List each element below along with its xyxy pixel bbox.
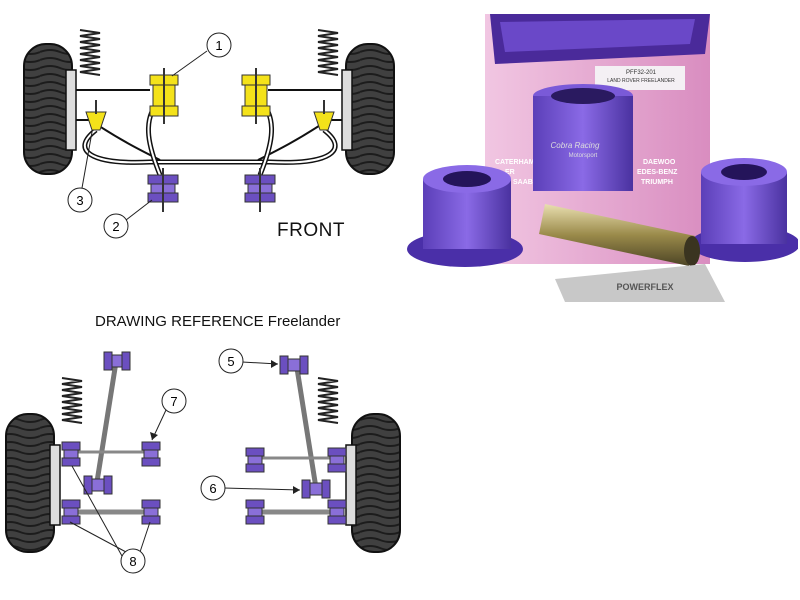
front-upper-bush-left (149, 68, 179, 124)
product-photo: PFF32-201 LAND ROVER FREELANDER CATERHAM… (407, 14, 798, 302)
rear-left-spring (61, 377, 83, 424)
front-right-tyre (341, 43, 395, 175)
lower-link-bush-r2 (327, 499, 347, 525)
grease-sachet: POWERFLEX (555, 264, 725, 302)
rear-axle-group: 5 6 7 8 (5, 348, 401, 574)
lower-link-bush-l2 (141, 499, 161, 525)
brand-sub: Motorsport (569, 153, 598, 159)
rear-right-spring (317, 377, 339, 424)
center-bush: Cobra Racing Motorsport (533, 84, 633, 191)
box-vehicle: LAND ROVER FREELANDER (607, 78, 675, 84)
rear-left-tyre (5, 413, 61, 553)
upper-link-bush-r1 (245, 447, 265, 473)
sachet-text: POWERFLEX (616, 282, 673, 292)
front-lower-bush-right (244, 168, 276, 212)
front-label: FRONT (277, 220, 345, 241)
drawing-reference-title: DRAWING REFERENCE Freelander (95, 313, 341, 330)
rear-trailing-bush-right-low (301, 479, 331, 499)
trailing-arm-right (293, 361, 319, 489)
front-left-spring (79, 29, 101, 76)
front-left-tyre (23, 43, 77, 175)
side-text-right-2: EDES-BENZ (637, 169, 678, 176)
front-upper-bush-right (241, 68, 271, 124)
side-text-right-1: DAEWOO (643, 159, 676, 166)
brand-name: Cobra Racing (551, 141, 600, 150)
rear-trailing-bush-left-low (83, 475, 113, 495)
side-text-left-3: SAAB (513, 179, 533, 186)
lower-link-bush-r1 (245, 499, 265, 525)
callout-8: 8 (129, 554, 136, 569)
callout-7: 7 (170, 394, 177, 409)
front-right-spring (317, 29, 339, 76)
arb-bush-right (313, 100, 335, 131)
front-lower-bush-left (147, 168, 179, 212)
arb-bush-left (85, 100, 107, 131)
callout-2: 2 (112, 219, 119, 234)
side-text-left-2: ER (505, 169, 515, 176)
callout-6: 6 (209, 481, 216, 496)
side-text-left-1: CATERHAM (495, 159, 535, 166)
rear-right-tyre (345, 413, 401, 553)
anti-roll-bar-outer (82, 128, 338, 165)
rear-trailing-bush-left-top (103, 351, 131, 371)
right-bush (690, 158, 798, 262)
lower-link-bush-l1 (61, 499, 81, 525)
suspension-diagram: 1 2 3 (5, 29, 401, 574)
front-axle-group: 1 2 3 (23, 29, 395, 239)
upper-link-bush-l2 (141, 441, 161, 467)
upper-link-bush-l1 (61, 441, 81, 467)
trailing-arm-left (93, 361, 119, 489)
side-text-right-3: TRIUMPH (641, 179, 673, 186)
callout-3: 3 (76, 193, 83, 208)
callout-5: 5 (227, 354, 234, 369)
metal-sleeve (539, 204, 700, 266)
rear-trailing-bush-right-top (279, 355, 309, 375)
box-part-number: PFF32-201 (626, 70, 657, 76)
callout-1: 1 (215, 38, 222, 53)
upper-link-bush-r2 (327, 447, 347, 473)
left-bush (407, 165, 523, 267)
